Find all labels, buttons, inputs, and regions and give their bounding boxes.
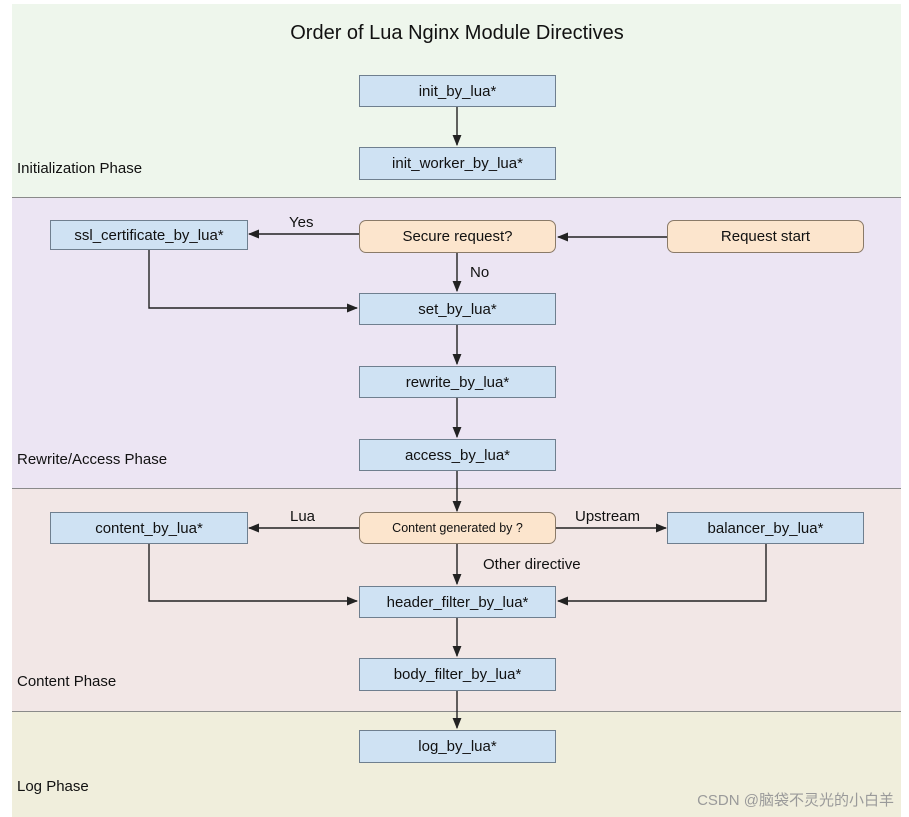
node-log-by-lua: log_by_lua* bbox=[359, 730, 556, 763]
node-set-by-lua: set_by_lua* bbox=[359, 293, 556, 325]
node-ssl-certificate-by-lua: ssl_certificate_by_lua* bbox=[50, 220, 248, 250]
content-phase-label: Content Phase bbox=[17, 673, 117, 690]
node-init-by-lua: init_by_lua* bbox=[359, 75, 556, 107]
edge-label-upstream: Upstream bbox=[575, 508, 641, 525]
node-balancer-by-lua: balancer_by_lua* bbox=[667, 512, 864, 544]
csdn-watermark: CSDN @脑袋不灵光的小白羊 bbox=[697, 792, 894, 809]
node-body-filter-by-lua: body_filter_by_lua* bbox=[359, 658, 556, 691]
edge-balancer-to-header-filter bbox=[556, 544, 767, 606]
edge-label-other-directive: Other directive bbox=[483, 556, 581, 573]
edge-label-lua: Lua bbox=[290, 508, 316, 525]
node-access-by-lua: access_by_lua* bbox=[359, 439, 556, 471]
node-init-worker-by-lua: init_worker_by_lua* bbox=[359, 147, 556, 180]
edge-ssl-to-set bbox=[148, 249, 359, 313]
node-request-start: Request start bbox=[667, 220, 864, 253]
node-header-filter-by-lua: header_filter_by_lua* bbox=[359, 586, 556, 618]
node-content-by-lua: content_by_lua* bbox=[50, 512, 248, 544]
edge-content-to-header-filter bbox=[148, 544, 359, 606]
rewrite-access-phase-label: Rewrite/Access Phase bbox=[17, 451, 168, 468]
node-secure-request: Secure request? bbox=[359, 220, 556, 253]
initialization-phase-label: Initialization Phase bbox=[17, 160, 143, 177]
diagram-title: Order of Lua Nginx Module Directives bbox=[290, 22, 624, 44]
log-phase-label: Log Phase bbox=[17, 778, 89, 795]
edge-label-no: No bbox=[470, 264, 490, 281]
edge-label-yes: Yes bbox=[289, 214, 314, 231]
node-rewrite-by-lua: rewrite_by_lua* bbox=[359, 366, 556, 398]
node-content-generated-by: Content generated by ? bbox=[359, 512, 556, 544]
